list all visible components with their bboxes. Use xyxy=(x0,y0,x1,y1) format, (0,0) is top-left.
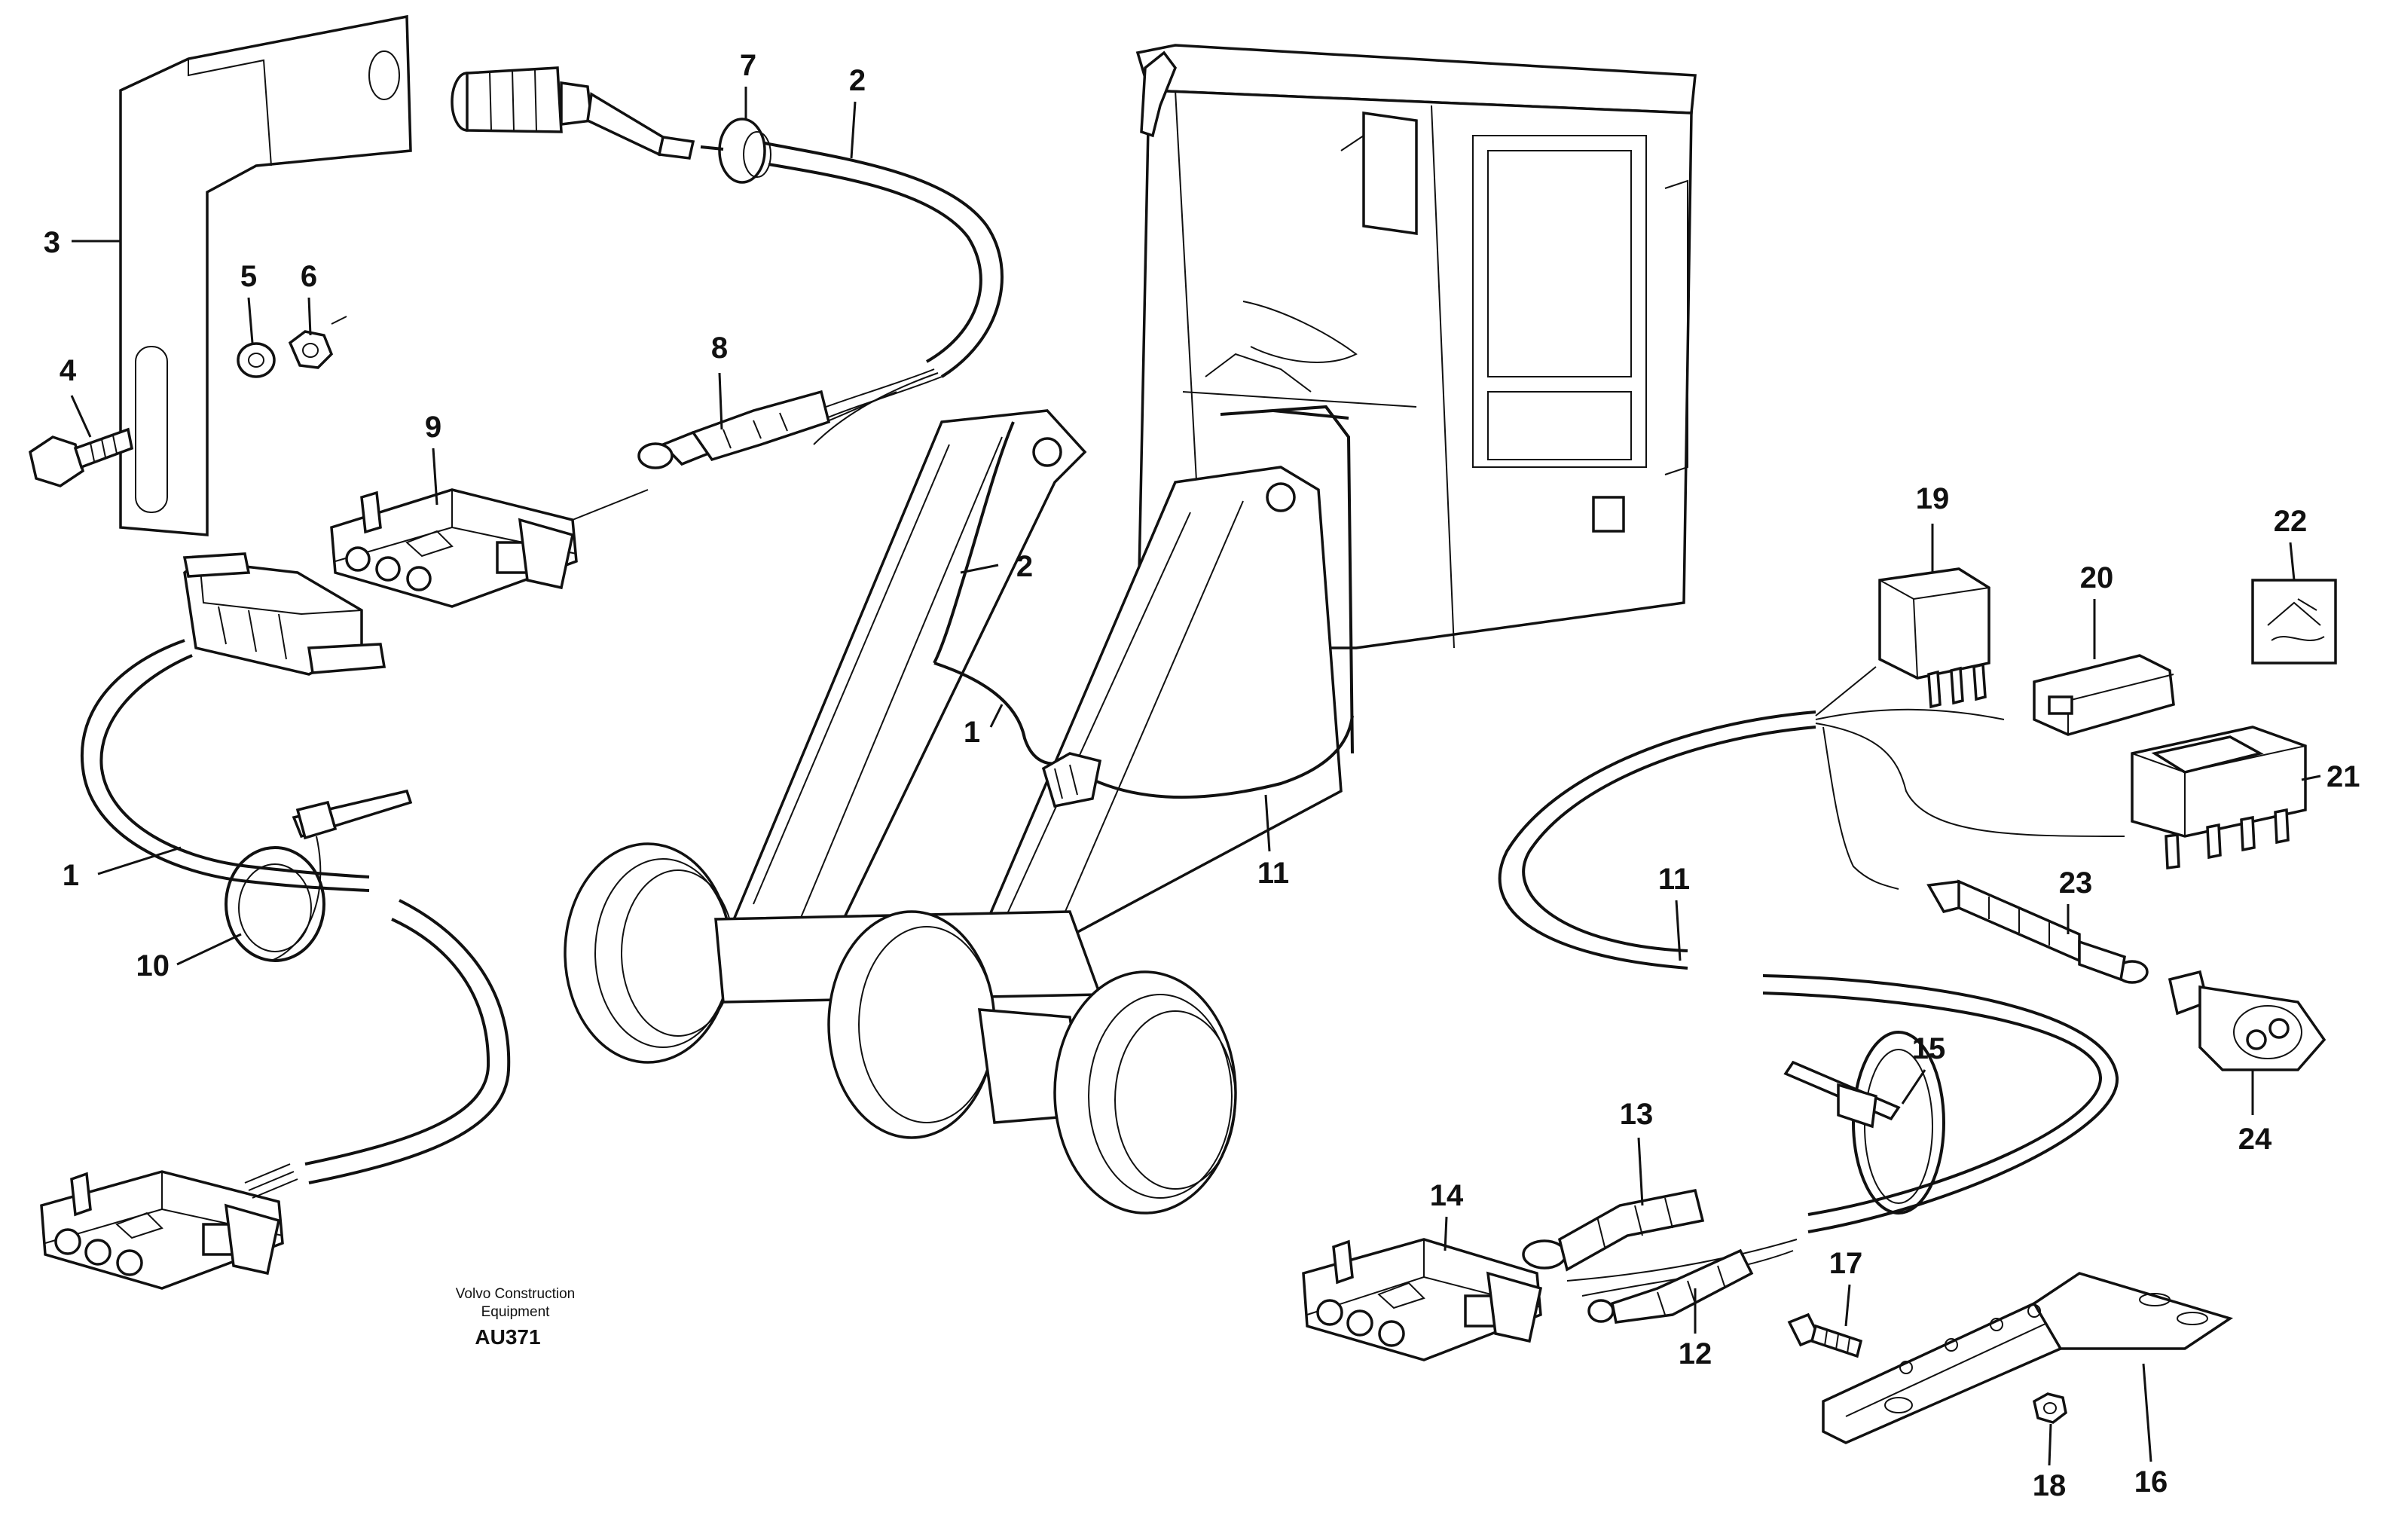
label-24: 24 xyxy=(2238,1123,2272,1156)
terminal-pin-part-8 xyxy=(637,390,831,469)
caption-line-2: Equipment xyxy=(481,1304,551,1320)
label-2-machine: 2 xyxy=(1016,550,1033,583)
relay-part-19 xyxy=(1878,567,1990,709)
nut-part-18 xyxy=(2033,1392,2067,1424)
label-5: 5 xyxy=(240,260,257,293)
terminal-pin-part-13 xyxy=(1522,1188,1705,1272)
bolt-part-4 xyxy=(29,427,134,487)
connector-lower-part-1 xyxy=(40,1163,298,1290)
connector-housing-part-9 xyxy=(330,488,649,608)
caption-code: AU371 xyxy=(475,1325,540,1349)
rocker-switch-part-21 xyxy=(2131,726,2307,869)
label-12: 12 xyxy=(1679,1337,1712,1370)
grommet-part-7 xyxy=(700,118,771,184)
label-9: 9 xyxy=(425,411,441,444)
label-3: 3 xyxy=(44,226,60,259)
label-20: 20 xyxy=(2080,561,2114,594)
label-6: 6 xyxy=(301,260,317,293)
leader-lines xyxy=(70,87,2321,1466)
label-10: 10 xyxy=(136,949,170,982)
caption-line-1: Volvo Construction xyxy=(456,1286,575,1302)
caption: Volvo Construction Equipment AU371 xyxy=(456,1286,575,1349)
label-13: 13 xyxy=(1620,1098,1654,1131)
connector-upper-part-1 xyxy=(182,552,386,676)
label-7: 7 xyxy=(740,49,756,82)
connector-part-24 xyxy=(2168,970,2326,1071)
wiring-on-machine xyxy=(933,409,1354,808)
label-14: 14 xyxy=(1430,1179,1464,1212)
terminal-pin-part-23 xyxy=(1926,879,2149,984)
decal-part-22 xyxy=(2251,579,2337,665)
label-16: 16 xyxy=(2134,1465,2168,1499)
label-22: 22 xyxy=(2274,505,2308,538)
label-11-right: 11 xyxy=(1658,863,1690,896)
terminal-pin-part-12 xyxy=(1587,1248,1754,1324)
label-4: 4 xyxy=(60,354,77,387)
label-18: 18 xyxy=(2033,1469,2067,1502)
bracket-part-3 xyxy=(119,14,412,536)
washer-part-5 xyxy=(237,342,276,378)
label-23: 23 xyxy=(2059,866,2093,900)
label-17: 17 xyxy=(1829,1247,1863,1280)
cable-part-1-left xyxy=(80,639,511,1184)
label-11-machine: 11 xyxy=(1257,857,1289,890)
nut-part-6 xyxy=(288,316,347,369)
label-1-machine: 1 xyxy=(964,716,980,749)
cable-part-11-right xyxy=(1498,666,2125,1297)
label-8: 8 xyxy=(711,332,728,365)
connector-housing-part-14 xyxy=(1302,1238,1543,1361)
boom-arm-drawing xyxy=(729,405,1354,966)
callout-labels: 3 4 5 6 7 2 8 9 1 10 2 1 11 11 19 20 22 … xyxy=(44,49,2360,1502)
sensor-body xyxy=(451,66,695,160)
fuse-holder-part-20 xyxy=(2033,654,2175,736)
label-15: 15 xyxy=(1912,1032,1946,1065)
label-2-upper: 2 xyxy=(849,64,866,97)
cable-tie-part-15 xyxy=(1783,1031,1945,1215)
label-21: 21 xyxy=(2326,760,2360,793)
label-1-left: 1 xyxy=(63,859,79,892)
screw-part-17 xyxy=(1787,1312,1863,1358)
axle-drawing xyxy=(564,842,1237,1215)
bracket-part-16 xyxy=(1822,1272,2234,1444)
cable-tie-part-10 xyxy=(225,789,413,962)
label-19: 19 xyxy=(1916,482,1950,515)
